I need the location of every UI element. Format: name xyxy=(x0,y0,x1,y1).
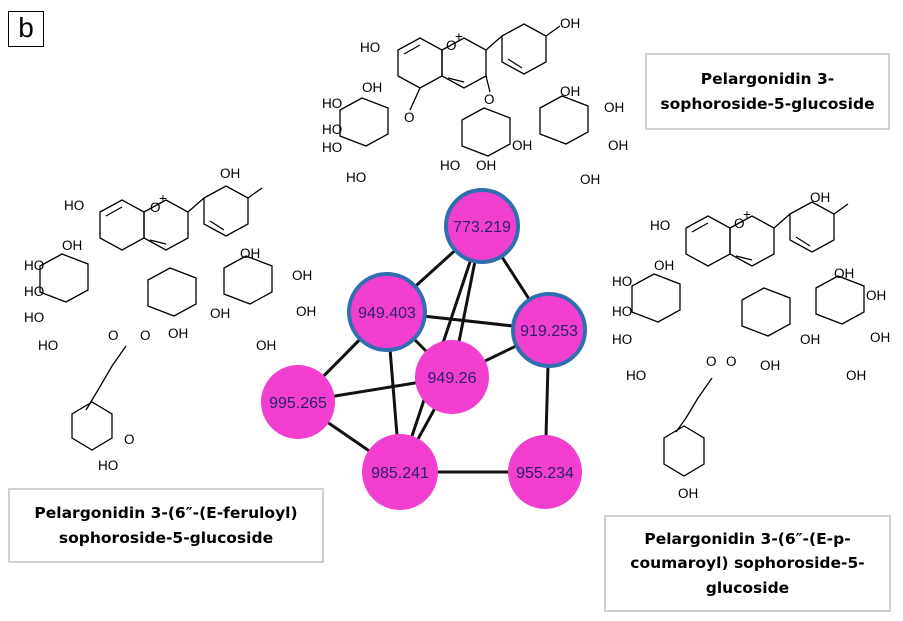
svg-text:O: O xyxy=(404,110,415,125)
svg-text:O: O xyxy=(124,432,135,447)
svg-text:+: + xyxy=(455,29,463,44)
node-label: 995.265 xyxy=(269,395,327,412)
svg-text:HO: HO xyxy=(612,304,632,319)
svg-text:HO: HO xyxy=(322,122,342,137)
svg-text:OH: OH xyxy=(678,486,698,501)
svg-text:OH: OH xyxy=(220,166,240,181)
svg-text:+: + xyxy=(159,191,167,206)
caption-right: Pelargonidin 3-(6″-(E-p-coumaroyl) sopho… xyxy=(604,515,891,612)
svg-text:HO: HO xyxy=(626,368,646,383)
svg-text:OH: OH xyxy=(560,16,580,31)
caption-left: Pelargonidin 3-(6″-(E-feruloyl)sophorosi… xyxy=(8,488,324,563)
svg-text:HO: HO xyxy=(360,40,380,55)
svg-text:OH: OH xyxy=(760,358,780,373)
node-circle xyxy=(415,340,489,414)
svg-text:HO: HO xyxy=(612,274,632,289)
network-edges xyxy=(296,224,551,474)
node-n949b: 949.26 xyxy=(415,340,489,414)
node-label: 773.219 xyxy=(453,219,511,236)
node-circle xyxy=(511,292,587,368)
node-label: 949.26 xyxy=(428,370,477,387)
svg-text:OH: OH xyxy=(800,332,820,347)
svg-text:OH: OH xyxy=(608,138,628,153)
node-circle xyxy=(347,272,427,352)
svg-text:O: O xyxy=(734,216,745,231)
node-n949a: 949.403 xyxy=(347,272,427,352)
svg-text:OH: OH xyxy=(834,266,854,281)
svg-text:O: O xyxy=(140,328,151,343)
panel-label: b xyxy=(8,11,44,47)
svg-text:OH: OH xyxy=(62,238,82,253)
svg-text:HO: HO xyxy=(322,96,342,111)
svg-text:OH: OH xyxy=(560,84,580,99)
svg-text:HO: HO xyxy=(38,338,58,353)
svg-text:+: + xyxy=(743,207,751,222)
node-circle xyxy=(508,435,582,509)
node-n995: 995.265 xyxy=(261,365,335,439)
svg-text:OH: OH xyxy=(296,304,316,319)
svg-text:O: O xyxy=(108,328,119,343)
svg-text:HO: HO xyxy=(24,284,44,299)
svg-text:OH: OH xyxy=(512,138,532,153)
svg-text:HO: HO xyxy=(440,158,460,173)
svg-text:O: O xyxy=(484,92,495,107)
node-label: 955.234 xyxy=(516,465,574,482)
svg-text:HO: HO xyxy=(346,170,366,185)
svg-text:OH: OH xyxy=(604,100,624,115)
svg-text:OH: OH xyxy=(580,172,600,187)
caption-top: Pelargonidin 3-sophoroside-5-glucoside xyxy=(645,53,890,130)
svg-text:HO: HO xyxy=(322,140,342,155)
svg-text:OH: OH xyxy=(866,288,886,303)
svg-text:OH: OH xyxy=(810,190,830,205)
node-n985: 985.241 xyxy=(362,434,438,510)
svg-text:OH: OH xyxy=(256,338,276,353)
svg-text:OH: OH xyxy=(210,306,230,321)
svg-text:O: O xyxy=(706,354,717,369)
node-circle xyxy=(444,188,520,264)
node-label: 985.241 xyxy=(371,465,429,482)
svg-text:HO: HO xyxy=(64,198,84,213)
svg-text:O: O xyxy=(150,200,161,215)
node-label: 919.253 xyxy=(520,323,578,340)
node-circle xyxy=(362,434,438,510)
svg-text:OH: OH xyxy=(292,268,312,283)
svg-text:HO: HO xyxy=(98,458,118,473)
svg-text:OH: OH xyxy=(476,158,496,173)
svg-text:HO: HO xyxy=(650,218,670,233)
svg-text:HO: HO xyxy=(612,332,632,347)
svg-text:OH: OH xyxy=(168,326,188,341)
svg-text:HO: HO xyxy=(24,258,44,273)
node-circle xyxy=(261,365,335,439)
node-n919: 919.253 xyxy=(511,292,587,368)
svg-text:HO: HO xyxy=(24,310,44,325)
network-nodes: 773.219 949.403 919.253 949.26 995.265 985.24… xyxy=(261,188,587,510)
node-label: 949.403 xyxy=(358,305,416,322)
svg-text:OH: OH xyxy=(654,258,674,273)
node-n955: 955.234 xyxy=(508,435,582,509)
svg-text:O: O xyxy=(446,38,457,53)
node-n773: 773.219 xyxy=(444,188,520,264)
svg-text:OH: OH xyxy=(846,368,866,383)
svg-text:OH: OH xyxy=(362,80,382,95)
svg-text:OH: OH xyxy=(240,246,260,261)
svg-text:OH: OH xyxy=(870,330,890,345)
svg-text:O: O xyxy=(726,354,737,369)
